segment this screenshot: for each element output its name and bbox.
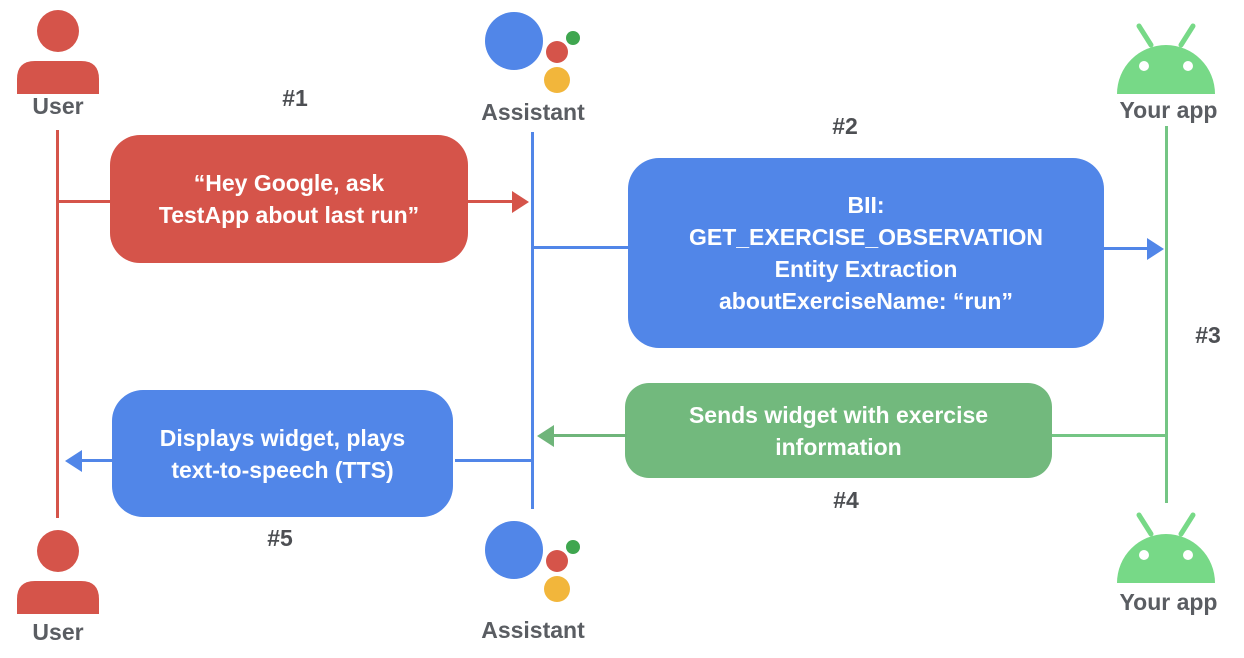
actor-label-assistant-top: Assistant: [481, 99, 585, 125]
user-icon: [17, 10, 99, 94]
step-5-label: #5: [267, 525, 293, 551]
message-1-arrow-line: [466, 200, 513, 203]
user-lifeline: [56, 130, 59, 518]
message-4-arrowhead-icon: [537, 425, 554, 447]
message-5-box: Displays widget, plays text-to-speech (T…: [112, 390, 453, 517]
app-lifeline: [1165, 126, 1168, 503]
message-5-arrow-line: [80, 459, 114, 462]
message-2-arrowhead-icon: [1147, 238, 1164, 260]
google-assistant-icon: [485, 521, 580, 602]
message-2-connector: [533, 246, 630, 249]
assistant-lifeline: [531, 132, 534, 509]
message-1-connector: [57, 200, 113, 203]
actor-label-app-bottom: Your app: [1119, 589, 1218, 615]
message-4-arrow-line: [552, 434, 627, 437]
message-4-connector: [1050, 434, 1167, 437]
actor-label-assistant-bottom: Assistant: [481, 617, 585, 643]
step-4-label: #4: [833, 487, 859, 513]
message-2-arrow-line: [1102, 247, 1148, 250]
message-5-connector: [455, 459, 533, 462]
actor-label-user-top: User: [32, 93, 84, 119]
message-2-box: BII: GET_EXERCISE_OBSERVATION Entity Ext…: [628, 158, 1104, 348]
message-1-arrowhead-icon: [512, 191, 529, 213]
step-1-label: #1: [282, 85, 308, 111]
message-4-box: Sends widget with exercise information: [625, 383, 1052, 478]
message-5-arrowhead-icon: [65, 450, 82, 472]
actor-label-app-top: Your app: [1119, 97, 1218, 123]
message-1-box: “Hey Google, ask TestApp about last run”: [110, 135, 468, 263]
step-2-label: #2: [832, 113, 858, 139]
user-icon: [17, 530, 99, 614]
google-assistant-icon: [485, 12, 580, 93]
step-3-label: #3: [1195, 322, 1221, 348]
android-robot-icon: [1117, 23, 1215, 94]
actor-label-user-bottom: User: [32, 619, 84, 645]
android-robot-icon: [1117, 512, 1215, 583]
